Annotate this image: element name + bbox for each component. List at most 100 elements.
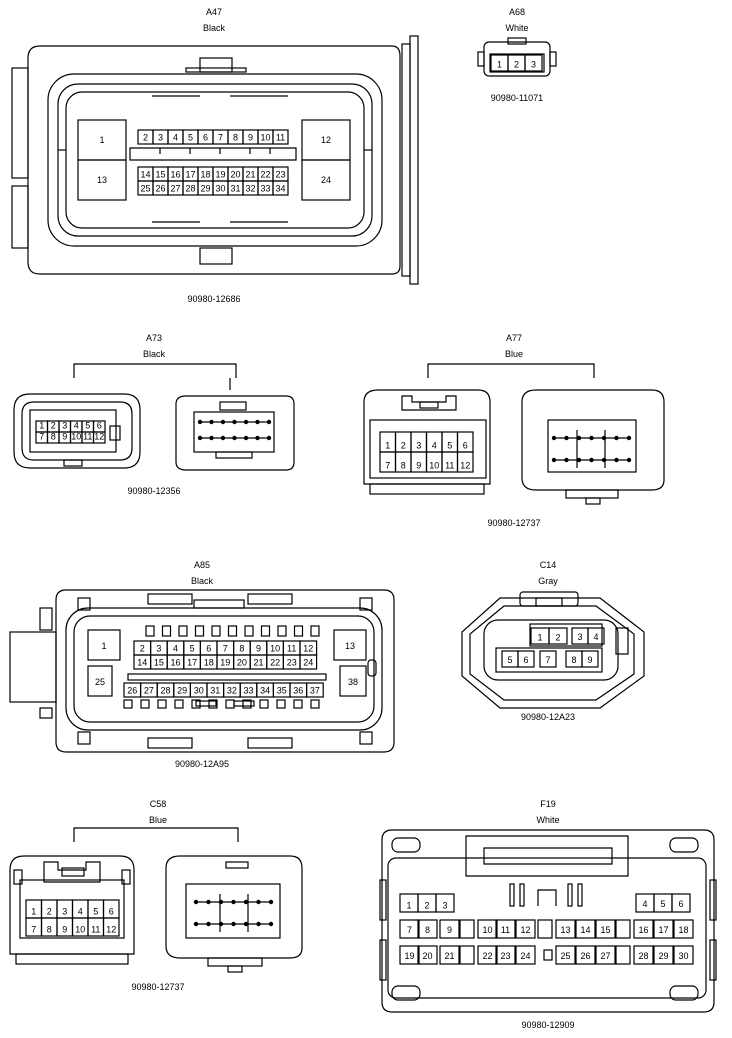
- pin-label: 28: [160, 686, 170, 696]
- pin-cell: 22: [257, 166, 274, 182]
- pin-label: 34: [260, 686, 270, 696]
- pin-label: 28: [638, 951, 648, 961]
- pin-label: 29: [177, 686, 187, 696]
- pin-label: 8: [51, 432, 56, 442]
- pin-label: 29: [200, 184, 210, 194]
- pin-cell: 18: [673, 919, 694, 939]
- pin-box: [306, 682, 324, 698]
- pin-cell: 29: [653, 945, 674, 965]
- pin-cell: 34: [256, 682, 274, 698]
- pin-label: 23: [275, 170, 285, 180]
- pin-cell: 28: [633, 945, 654, 965]
- pin-label: 32: [227, 686, 237, 696]
- pin-label: 6: [97, 421, 102, 431]
- pin-label: 30: [194, 686, 204, 696]
- part-number: 90980-12356: [127, 486, 180, 496]
- pin-label: 27: [144, 686, 154, 696]
- pin-cell: 2: [394, 431, 412, 453]
- pin-label: 21: [444, 951, 454, 961]
- pin-cell: 4: [167, 129, 184, 145]
- pin-cell: 34: [272, 180, 289, 196]
- pin-label: 2: [140, 644, 145, 654]
- pin-label: 25: [95, 677, 105, 687]
- pin-cell: 16: [166, 654, 185, 670]
- pin-label: 4: [173, 644, 178, 654]
- pin-cell: 14: [137, 166, 154, 182]
- pin-label: 24: [303, 658, 313, 668]
- pin-label: 21: [253, 658, 263, 668]
- pin-cell: 12: [515, 919, 536, 939]
- lower-slot: [174, 699, 184, 709]
- pin-label: 6: [463, 441, 468, 451]
- connector-id: C14: [540, 560, 557, 570]
- pin-label: 20: [237, 658, 247, 668]
- pin-cell: 11: [87, 917, 105, 937]
- pin-label: 14: [137, 658, 147, 668]
- pin-label: 12: [303, 644, 313, 654]
- terminal-dots: [551, 430, 632, 468]
- pin-label: 9: [416, 461, 421, 471]
- pin-box: [439, 919, 460, 939]
- lower-slot: [225, 699, 235, 709]
- blank-cavity: [459, 945, 475, 965]
- pin-label: 11: [91, 925, 100, 935]
- pin-label: 11: [501, 925, 510, 935]
- pin-label: 4: [173, 133, 178, 143]
- pin-cell: 8: [417, 919, 438, 939]
- pin-label: 26: [127, 686, 137, 696]
- connector-id: A77: [506, 333, 522, 343]
- pin-cell: 26: [123, 682, 142, 698]
- pin-box: [587, 627, 605, 645]
- pin-label: 5: [190, 644, 195, 654]
- latch-slot: [211, 625, 221, 637]
- pin-cell: 5: [87, 899, 105, 919]
- pin-cell: 10: [266, 640, 284, 656]
- pin-cell: 29: [197, 180, 214, 196]
- pin-cell: 10: [69, 431, 83, 444]
- pin-cell: 5: [653, 893, 673, 913]
- pin-label: 4: [74, 421, 79, 431]
- connector-color: Blue: [505, 349, 523, 359]
- pin-cell: 31: [227, 180, 244, 196]
- pin-label: 12: [460, 461, 470, 471]
- pin-label: 11: [276, 133, 285, 143]
- pin-box: [515, 945, 536, 965]
- pin-cell: 16: [633, 919, 654, 939]
- pin-cell: 6: [456, 431, 474, 453]
- lower-slot: [293, 699, 303, 709]
- part-number: 90980-12A23: [521, 712, 575, 722]
- pin-label: 5: [447, 441, 452, 451]
- pin-label: 33: [243, 686, 253, 696]
- pin-cell: 7: [399, 919, 420, 939]
- pin-label: 17: [658, 925, 668, 935]
- connector-color: White: [536, 815, 559, 825]
- pin-box: [272, 180, 289, 196]
- pin-cell: 5: [501, 650, 519, 668]
- pin-cell: 9: [249, 640, 268, 656]
- pin-label: 18: [200, 170, 210, 180]
- pin-cell: 7: [212, 129, 229, 145]
- pin-label: 8: [233, 133, 238, 143]
- pin-label: 17: [187, 658, 197, 668]
- pin-cell: 14: [575, 919, 596, 939]
- pin-label: 15: [154, 658, 164, 668]
- pin-cell: 11: [282, 640, 301, 656]
- pin-label: 1: [39, 421, 44, 431]
- pin-cell: 12: [102, 917, 120, 937]
- pin-label: 10: [260, 133, 270, 143]
- pin-label: 19: [220, 658, 230, 668]
- lower-slot: [140, 699, 150, 709]
- pin-cell: 33: [257, 180, 274, 196]
- blank-cavity: [615, 945, 631, 965]
- pin-label: 26: [580, 951, 590, 961]
- pin-label: 5: [507, 655, 512, 665]
- pin-cell: 1: [490, 54, 509, 72]
